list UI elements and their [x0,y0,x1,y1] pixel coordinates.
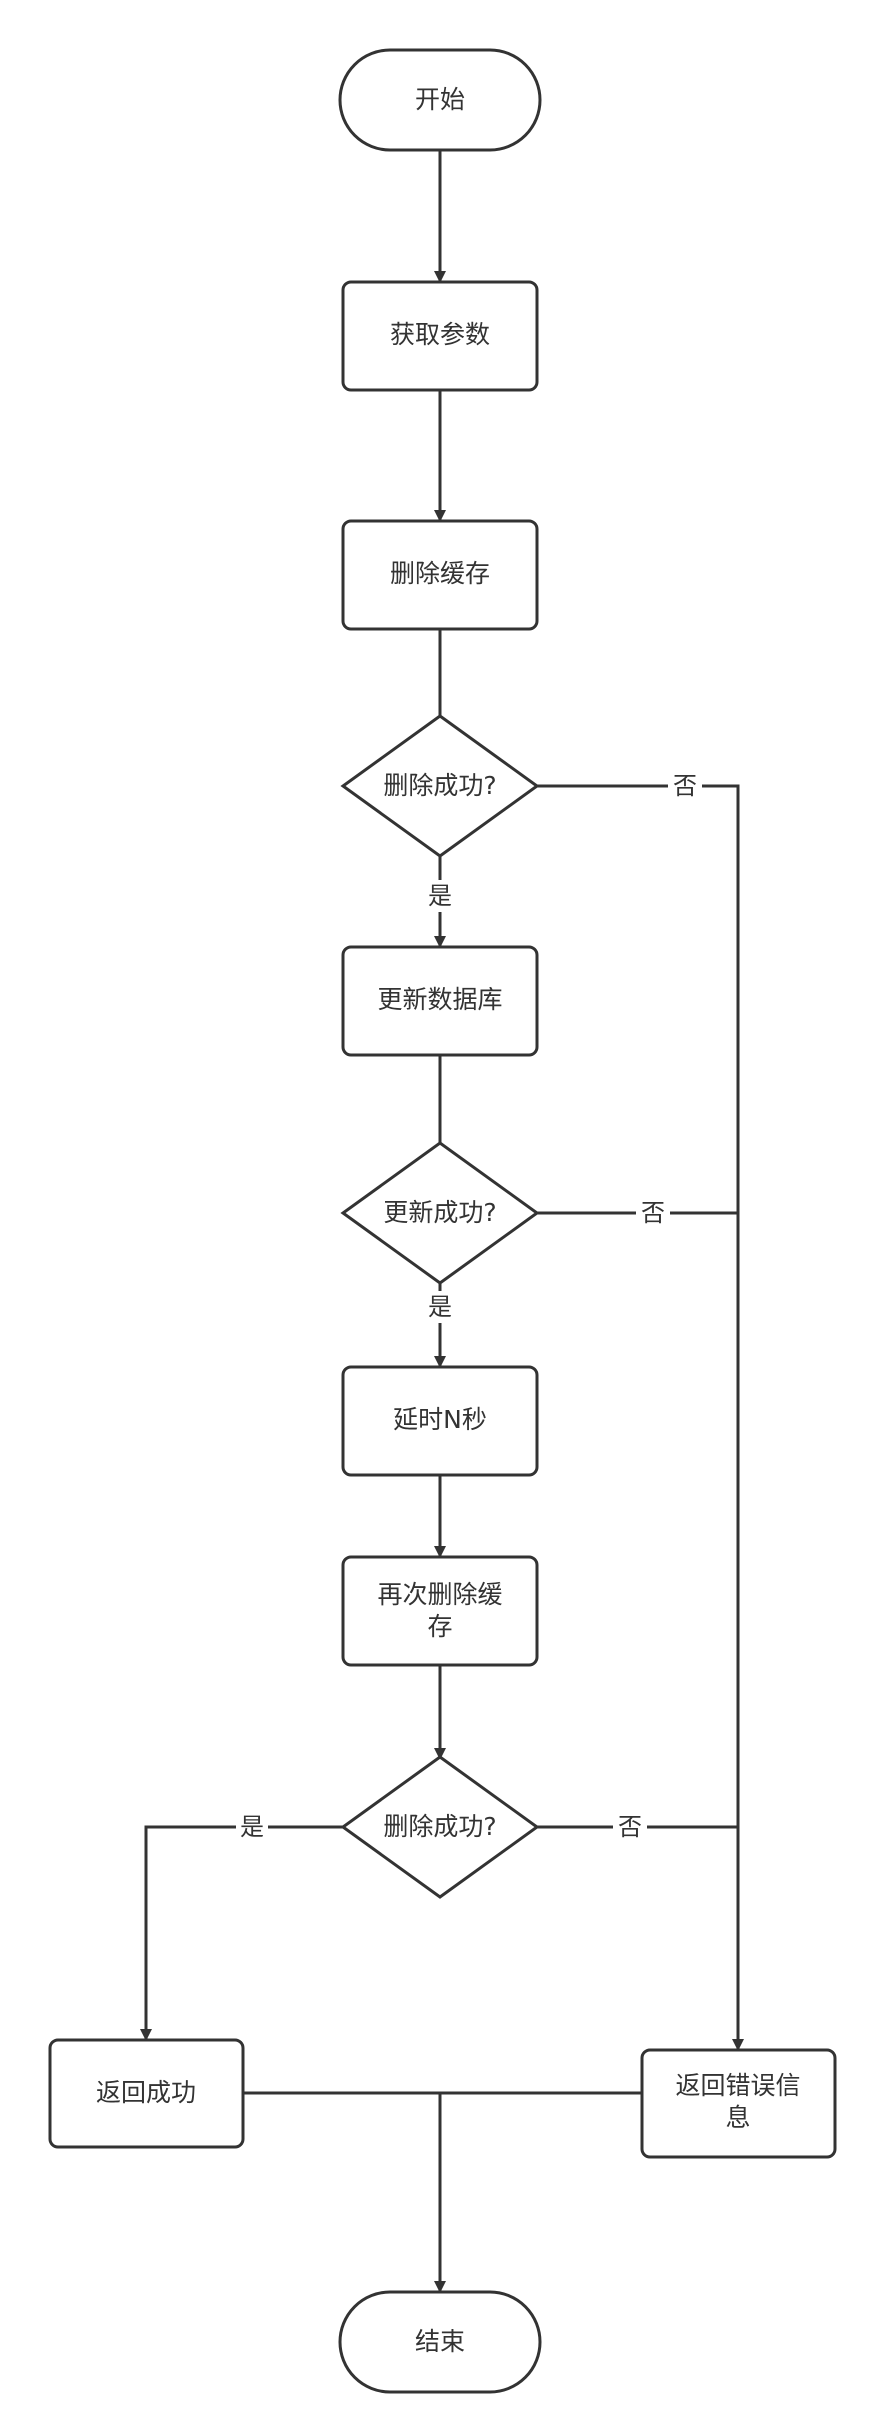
node-return-error-label-line2: 息 [725,2103,750,2132]
label-no-2: 否 [641,1199,665,1227]
node-delete-again-label-line1: 再次删除缓 [377,1580,502,1609]
node-get-params-label: 获取参数 [390,320,490,349]
label-yes-3: 是 [240,1813,264,1841]
node-delay: 延时N秒 [341,1365,539,1477]
label-yes-2: 是 [428,1293,452,1321]
node-end-label: 结束 [415,2327,465,2356]
node-update-db-label: 更新数据库 [377,985,502,1014]
label-no-1: 否 [673,772,697,800]
decision-delete-ok-1: 删除成功? [340,714,540,858]
node-delay-label: 延时N秒 [393,1405,487,1434]
node-start-label: 开始 [415,85,465,114]
node-delete-cache: 删除缓存 [341,519,539,631]
decision-update-ok: 更新成功? [340,1141,540,1285]
node-end: 结束 [338,2290,542,2394]
node-delete-again-label-line2: 存 [427,1612,452,1641]
decision-update-ok-label: 更新成功? [383,1198,496,1227]
node-get-params: 获取参数 [341,280,539,392]
decision-delete-ok-1-label: 删除成功? [383,771,496,800]
node-delete-cache-label: 删除缓存 [390,559,490,588]
edge-decision-3-yes [140,1825,343,2041]
node-update-db: 更新数据库 [341,945,539,1057]
label-yes-1: 是 [428,882,452,910]
nodes: 开始 获取参数 删除缓存 删除成功? 更新数据库 更新成功? 延时N秒 [48,48,837,2394]
node-return-success: 返回成功 [48,2038,245,2149]
edge-decision-1-no [537,784,744,2051]
label-no-3: 否 [618,1813,642,1841]
node-return-error-label-line1: 返回错误信 [675,2071,800,2100]
edge-labels: 是 否 是 否 是 否 [236,770,702,1843]
node-delete-again: 再次删除缓 存 [341,1555,539,1667]
node-return-success-label: 返回成功 [96,2078,196,2107]
decision-delete-ok-2-label: 删除成功? [383,1812,496,1841]
node-return-error: 返回错误信 息 [640,2048,837,2159]
decision-delete-ok-2: 删除成功? [340,1755,540,1899]
node-start: 开始 [338,48,542,152]
